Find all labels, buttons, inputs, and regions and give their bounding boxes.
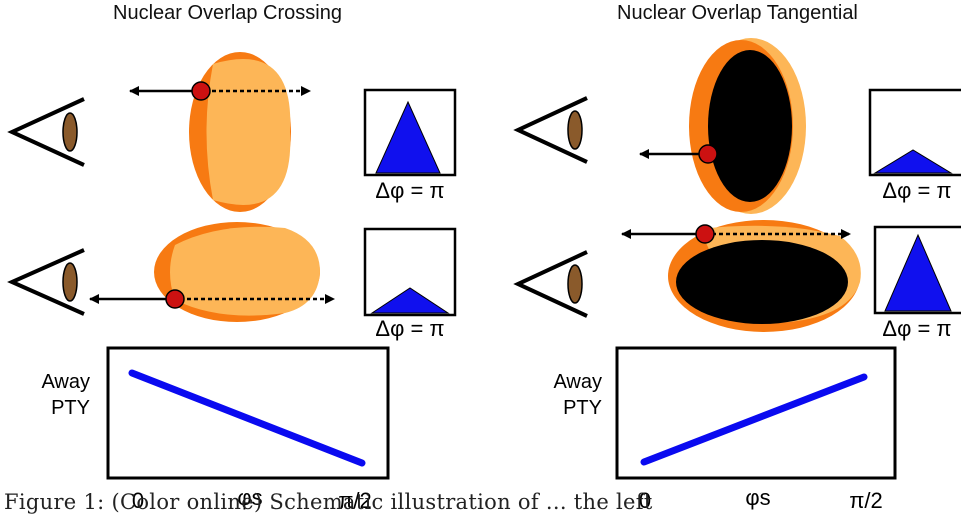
inset-label-bottom-right: Δφ = π <box>882 316 951 341</box>
plot-ylabel-line1: Away <box>41 371 90 393</box>
scatter-point-dot <box>695 224 715 244</box>
plot-crossing <box>106 346 390 480</box>
plot-xtick-mid: φs <box>237 485 262 510</box>
plot-ylabel-line2-right: PTY <box>563 397 602 419</box>
plot-xtick-0: 0 <box>132 488 144 513</box>
inset-histogram-top <box>363 88 457 177</box>
nucleus-horizontal <box>154 222 320 322</box>
nucleus-vertical-tangential <box>689 38 806 214</box>
inset-label-bottom: Δφ = π <box>375 316 444 341</box>
scatter-point-dot <box>165 289 185 309</box>
figure-caption: Figure 1: (Color online) Schematic illus… <box>4 490 653 514</box>
plot-ylabel-line1-right: Away <box>553 371 602 393</box>
eye-icon <box>513 250 588 318</box>
panel-title-tangential: Nuclear Overlap Tangential <box>617 2 858 24</box>
jet-arrow-bottom-right <box>621 224 851 244</box>
plot-xtick-end-right: π/2 <box>849 488 883 513</box>
inset-histogram-top-right <box>868 88 961 177</box>
trend-line-decreasing <box>128 369 366 467</box>
nucleus-horizontal-tangential <box>668 220 861 332</box>
plot-xtick-mid-right: φs <box>745 485 770 510</box>
jet-arrow-top-right <box>639 144 718 164</box>
eye-icon <box>7 248 85 316</box>
trend-line-increasing <box>640 373 868 466</box>
jet-arrow-top <box>129 81 311 101</box>
plot-ylabel-line2: PTY <box>51 397 90 419</box>
inset-label-top-right: Δφ = π <box>882 178 951 203</box>
inset-histogram-bottom <box>363 227 457 317</box>
scatter-point-dot <box>698 144 718 164</box>
plot-xtick-0-right: 0 <box>639 488 651 513</box>
eye-icon <box>7 97 85 167</box>
plot-tangential <box>615 346 897 480</box>
nucleus-vertical <box>189 52 291 212</box>
inset-label-top: Δφ = π <box>375 178 444 203</box>
jet-arrow-bottom <box>89 289 335 309</box>
inset-histogram-bottom-right <box>873 225 961 315</box>
panel-title-crossing: Nuclear Overlap Crossing <box>113 2 342 24</box>
scatter-point-dot <box>191 81 211 101</box>
plot-xtick-end: π/2 <box>338 488 372 513</box>
eye-icon <box>513 96 588 164</box>
